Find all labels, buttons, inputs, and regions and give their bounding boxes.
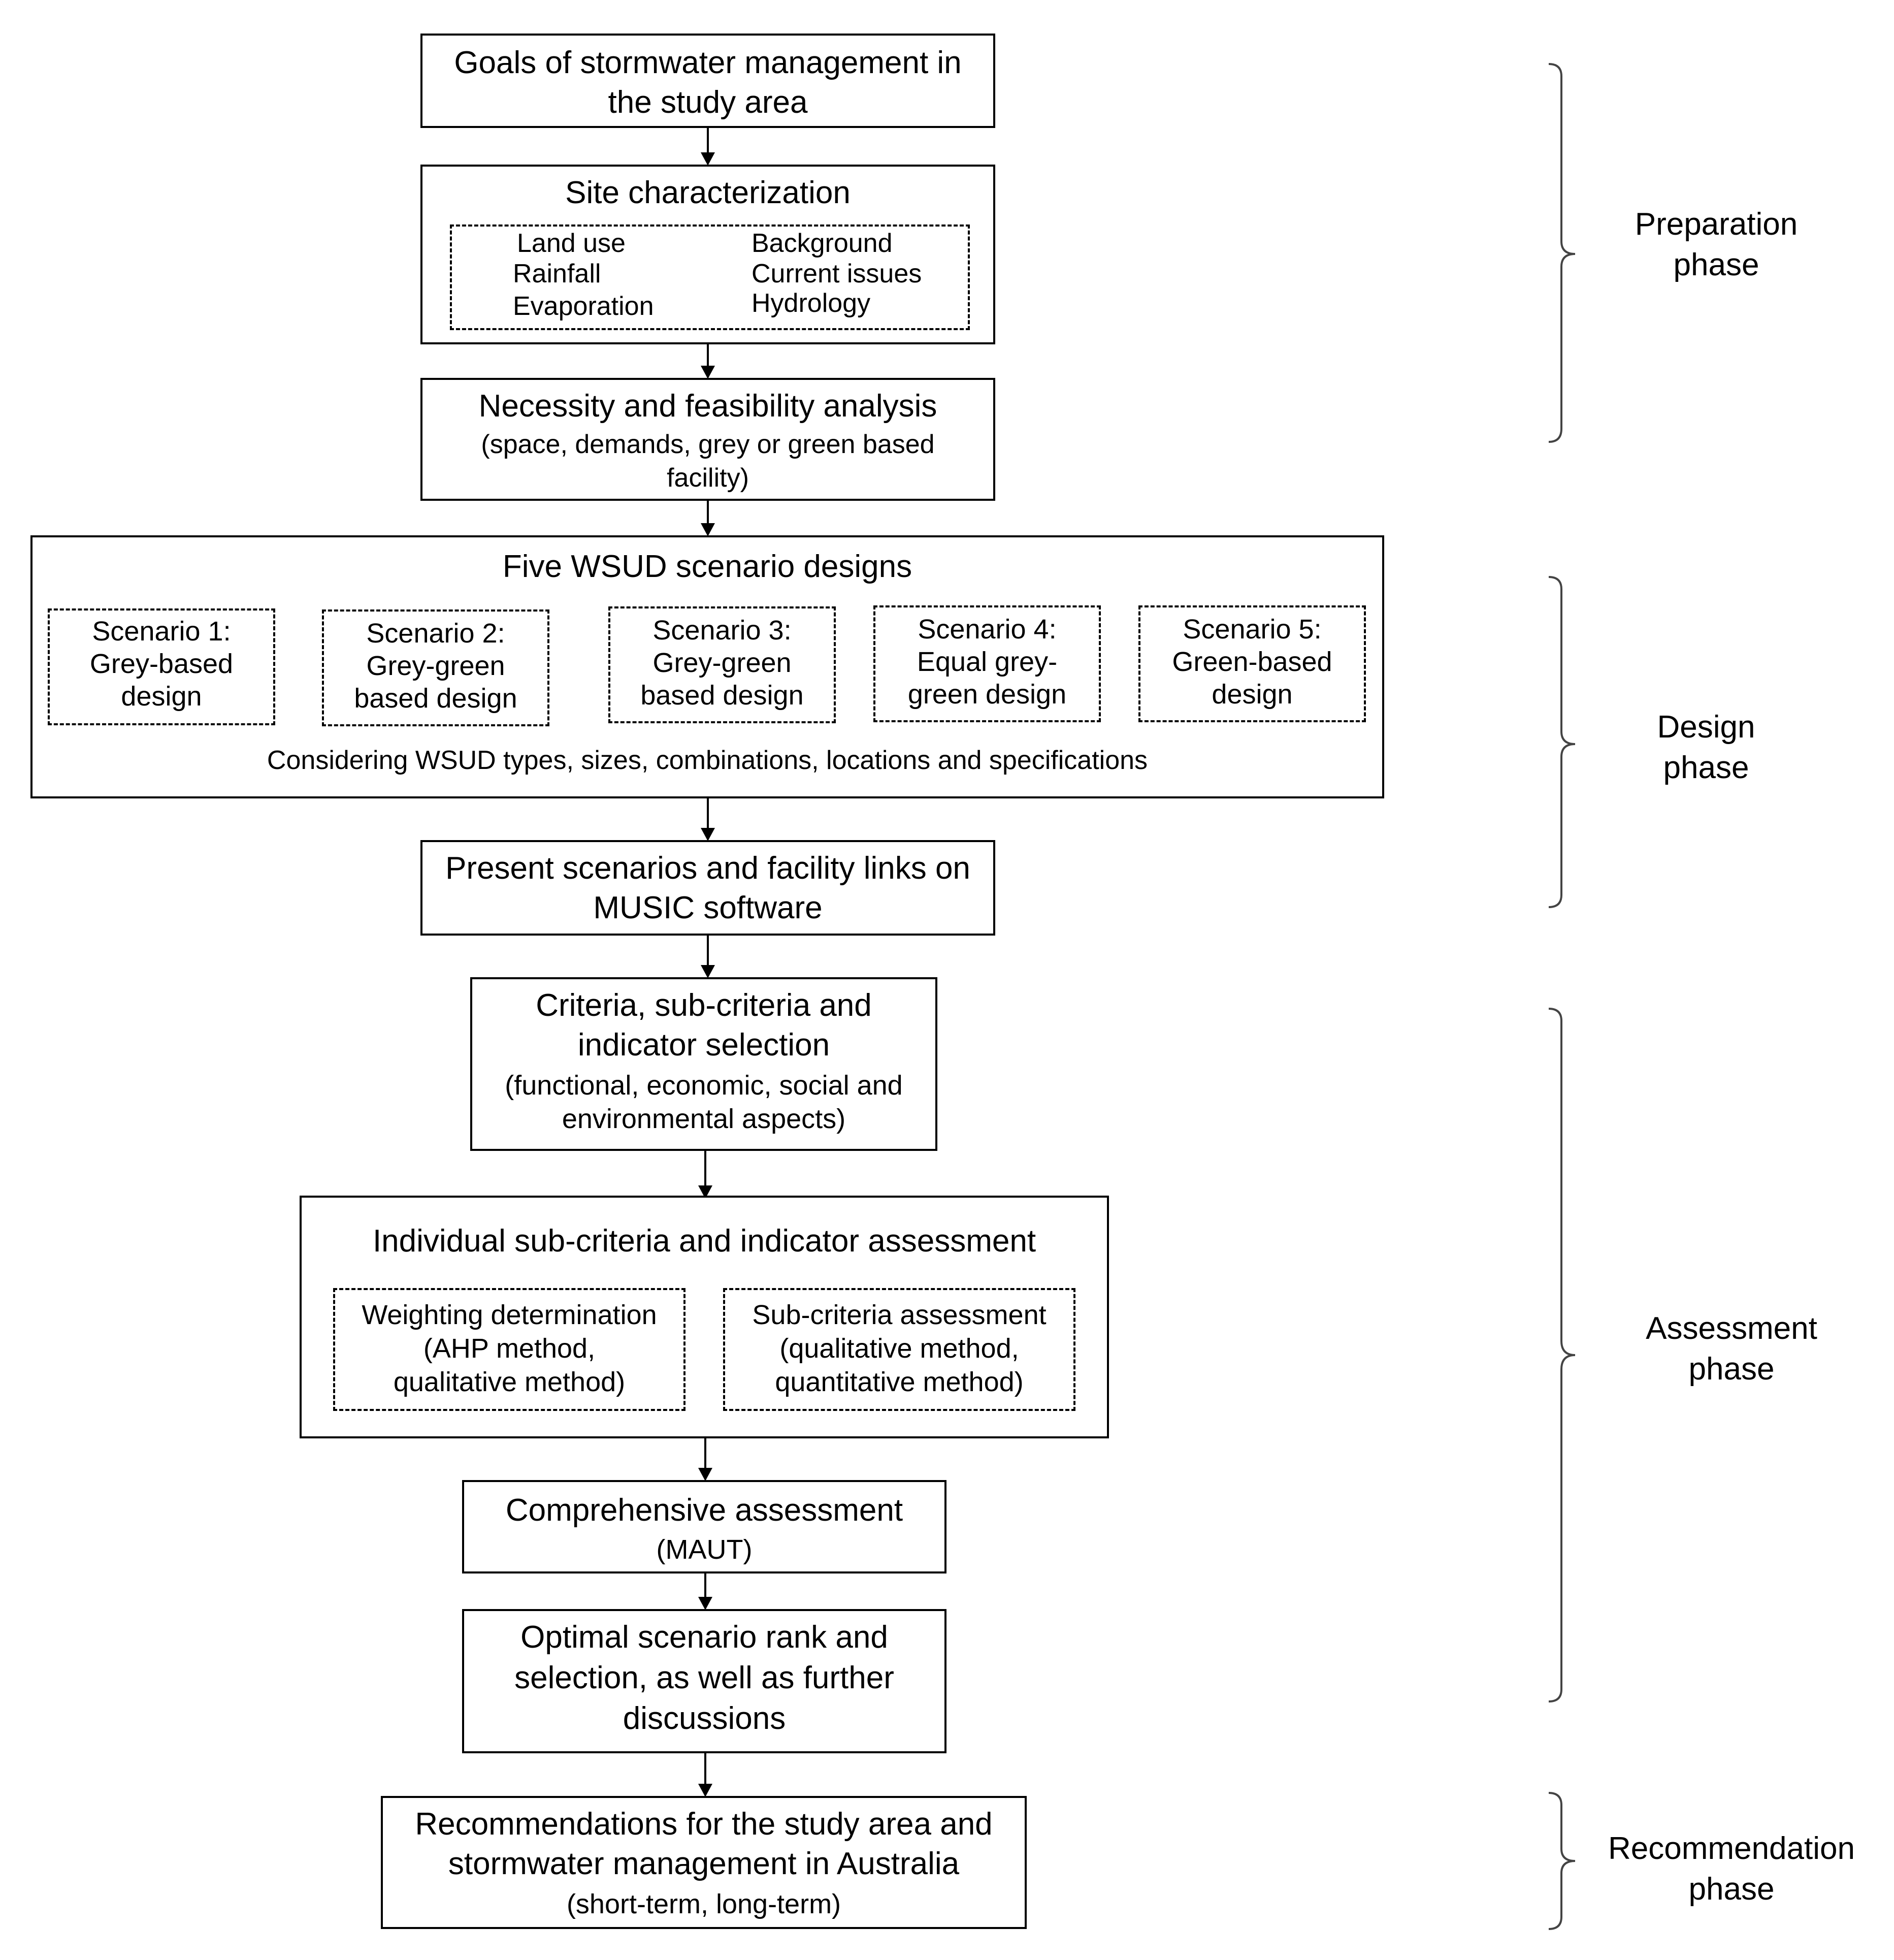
preparation-phase-line-1: Preparation <box>1635 207 1798 242</box>
comprehensive-sub: (MAUT) <box>656 1534 753 1565</box>
scenario-2-line-3: based design <box>354 683 517 714</box>
recommendations-box: Recommendations for the study area and s… <box>381 1796 1027 1929</box>
subcriteria-line-3: quantitative method) <box>775 1367 1024 1397</box>
arrowhead-2 <box>701 366 715 379</box>
scenario-3-line-2: Grey-green <box>652 648 792 678</box>
recommendations-line-2: stormwater management in Australia <box>448 1846 960 1881</box>
comprehensive-box: Comprehensive assessment (MAUT) <box>462 1480 946 1573</box>
recommendations-line-1: Recommendations for the study area and <box>415 1807 993 1842</box>
factor-land-use: Land use <box>517 229 626 258</box>
goals-line-2: the study area <box>608 85 808 120</box>
necessity-box: Necessity and feasibility analysis (spac… <box>420 378 995 501</box>
design-phase-line-2: phase <box>1663 750 1749 785</box>
assessment-phase-label: Assessment phase <box>1599 1308 1864 1390</box>
criteria-sub-2: environmental aspects) <box>562 1104 846 1134</box>
design-brace <box>1548 576 1576 908</box>
scenario-1-line-3: design <box>121 681 202 712</box>
design-phase-label: Design phase <box>1574 707 1838 788</box>
scenario-3-box: Scenario 3: Grey-green based design <box>608 606 836 723</box>
subcriteria-line-2: (qualitative method, <box>779 1333 1019 1364</box>
five-scenarios-box: Five WSUD scenario designs Scenario 1: G… <box>30 535 1384 798</box>
weighting-line-2: (AHP method, <box>423 1333 596 1364</box>
factor-hydrology: Hydrology <box>752 288 871 318</box>
scenario-5-line-3: design <box>1212 679 1293 710</box>
site-characterization-box: Site characterization Land use Rainfall … <box>420 165 995 344</box>
goals-line-1: Goals of stormwater management in <box>454 45 962 80</box>
subcriteria-assessment-box: Sub-criteria assessment (qualitative met… <box>723 1288 1075 1411</box>
five-scenarios-footer: Considering WSUD types, sizes, combinati… <box>267 746 1148 775</box>
scenario-1-line-2: Grey-based <box>89 649 234 679</box>
preparation-phase-line-2: phase <box>1673 247 1759 282</box>
subcriteria-line-1: Sub-criteria assessment <box>752 1300 1047 1330</box>
weighting-line-1: Weighting determination <box>362 1300 657 1330</box>
five-scenarios-title: Five WSUD scenario designs <box>502 549 912 584</box>
arrowhead-8 <box>698 1597 712 1610</box>
necessity-title: Necessity and feasibility analysis <box>478 389 937 424</box>
present-box: Present scenarios and facility links on … <box>420 840 995 936</box>
individual-assessment-title: Individual sub-criteria and indicator as… <box>372 1224 1036 1259</box>
recommendation-phase-line-1: Recommendation <box>1608 1831 1855 1866</box>
scenario-3-line-1: Scenario 3: <box>652 615 792 646</box>
scenario-5-line-1: Scenario 5: <box>1183 614 1322 645</box>
comprehensive-title: Comprehensive assessment <box>505 1493 903 1528</box>
scenario-4-line-3: green design <box>907 679 1067 710</box>
optimal-line-1: Optimal scenario rank and <box>520 1620 888 1655</box>
preparation-phase-label: Preparation phase <box>1584 204 1848 285</box>
optimal-line-3: discussions <box>623 1701 786 1736</box>
scenario-1-box: Scenario 1: Grey-based design <box>48 608 275 725</box>
scenario-1-line-1: Scenario 1: <box>92 616 231 647</box>
scenario-4-box: Scenario 4: Equal grey- green design <box>873 605 1101 722</box>
necessity-sub-2: facility) <box>667 463 749 493</box>
factor-evaporation: Evaporation <box>513 292 654 321</box>
criteria-sub-1: (functional, economic, social and <box>505 1070 903 1101</box>
scenario-2-line-1: Scenario 2: <box>366 618 505 649</box>
goals-box: Goals of stormwater management in the st… <box>420 34 995 128</box>
site-characterization-title: Site characterization <box>565 175 851 210</box>
design-phase-line-1: Design <box>1657 710 1755 745</box>
assessment-phase-line-1: Assessment <box>1646 1311 1817 1346</box>
individual-assessment-box: Individual sub-criteria and indicator as… <box>300 1196 1109 1438</box>
scenario-4-line-2: Equal grey- <box>917 647 1058 677</box>
necessity-sub-1: (space, demands, grey or green based <box>481 430 935 459</box>
factor-rainfall: Rainfall <box>513 259 601 288</box>
arrowhead-6 <box>698 1185 712 1199</box>
scenario-4-line-1: Scenario 4: <box>918 614 1057 645</box>
scenario-2-box: Scenario 2: Grey-green based design <box>322 609 549 726</box>
scenario-5-box: Scenario 5: Green-based design <box>1138 605 1366 722</box>
recommendation-phase-label: Recommendation phase <box>1589 1828 1874 1910</box>
factor-background: Background <box>752 229 893 258</box>
preparation-brace <box>1548 63 1576 443</box>
arrowhead-5 <box>701 965 715 978</box>
scenario-3-line-3: based design <box>640 680 804 711</box>
present-line-1: Present scenarios and facility links on <box>445 851 970 886</box>
site-factors-box: Land use Rainfall Evaporation Background… <box>450 224 970 330</box>
optimal-box: Optimal scenario rank and selection, as … <box>462 1609 946 1753</box>
assessment-phase-line-2: phase <box>1688 1352 1775 1387</box>
assessment-brace <box>1548 1008 1576 1702</box>
recommendations-sub: (short-term, long-term) <box>566 1889 841 1919</box>
weighting-box: Weighting determination (AHP method, qua… <box>333 1288 685 1411</box>
present-line-2: MUSIC software <box>593 890 823 925</box>
scenario-5-line-2: Green-based <box>1172 647 1332 677</box>
arrowhead-7 <box>698 1468 712 1481</box>
arrowhead-3 <box>701 523 715 536</box>
arrowhead-1 <box>701 152 715 166</box>
criteria-line-2: indicator selection <box>577 1027 830 1063</box>
factor-current-issues: Current issues <box>752 259 922 288</box>
arrowhead-4 <box>701 828 715 841</box>
scenario-2-line-2: Grey-green <box>366 651 505 681</box>
criteria-line-1: Criteria, sub-criteria and <box>536 988 872 1023</box>
weighting-line-3: qualitative method) <box>393 1367 626 1397</box>
recommendation-brace <box>1548 1792 1576 1930</box>
recommendation-phase-line-2: phase <box>1688 1872 1775 1907</box>
criteria-box: Criteria, sub-criteria and indicator sel… <box>470 977 937 1151</box>
arrowhead-9 <box>698 1784 712 1797</box>
optimal-line-2: selection, as well as further <box>514 1660 894 1695</box>
